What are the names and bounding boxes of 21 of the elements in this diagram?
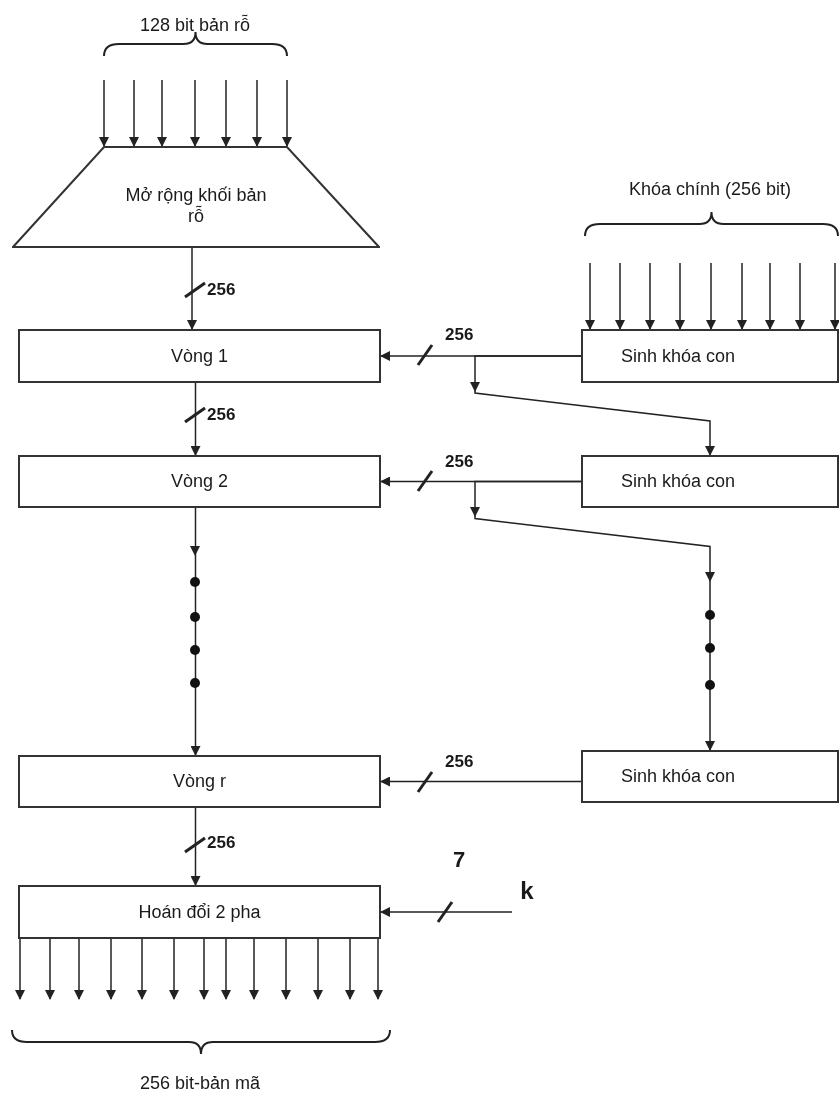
box-label: Mở rộng khối bản rỗ (124, 185, 268, 227)
expansion-trapezoid (12, 146, 380, 248)
bit-group-label: 128 bit bản rỗ (140, 15, 251, 36)
box-label: Hoán đổi 2 pha (138, 901, 261, 923)
box-label: Sinh khóa con (621, 345, 736, 367)
box-label: Sinh khóa con (621, 766, 736, 787)
box-label: Sinh khóa con (621, 471, 736, 492)
process-box (18, 755, 381, 808)
process-box (18, 885, 381, 939)
process-box (581, 750, 839, 803)
input-label: k (520, 877, 534, 905)
process-box (18, 329, 381, 383)
process-box (581, 329, 839, 383)
bit-group-label: Khóa chính (256 bit) (629, 179, 792, 200)
box-label: Vòng r (172, 771, 226, 792)
process-box (18, 455, 381, 508)
box-label: Vòng 1 (170, 345, 229, 367)
box-label: Vòng 2 (170, 471, 229, 492)
process-box (581, 455, 839, 508)
edge-label: 7 (452, 850, 467, 870)
bit-group-label: 256 bit-bản mã (140, 1073, 261, 1094)
